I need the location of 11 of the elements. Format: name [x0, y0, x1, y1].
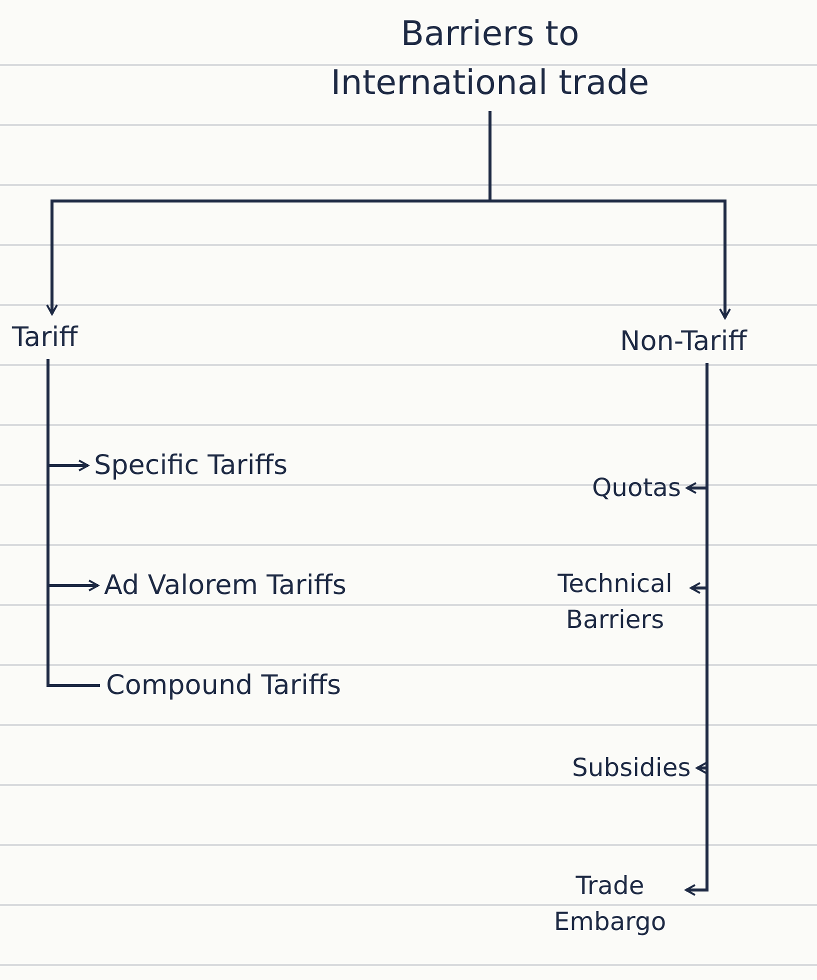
item-label: Technical Barriers	[545, 566, 685, 638]
item-label: Ad Valorem Tariffs	[104, 566, 346, 606]
item-label: Subsidies	[572, 750, 691, 786]
category-label: Non-Tariff	[620, 322, 747, 362]
title-text: Barriers to International trade	[300, 10, 680, 109]
item-label: Quotas	[592, 470, 681, 506]
item-label: Compound Tariffs	[106, 666, 342, 706]
item-label: Trade Embargo	[540, 868, 680, 940]
connector-arrow	[488, 111, 731, 319]
category-label: Tariff	[12, 318, 78, 358]
item-label: Specific Tariffs	[94, 446, 288, 486]
